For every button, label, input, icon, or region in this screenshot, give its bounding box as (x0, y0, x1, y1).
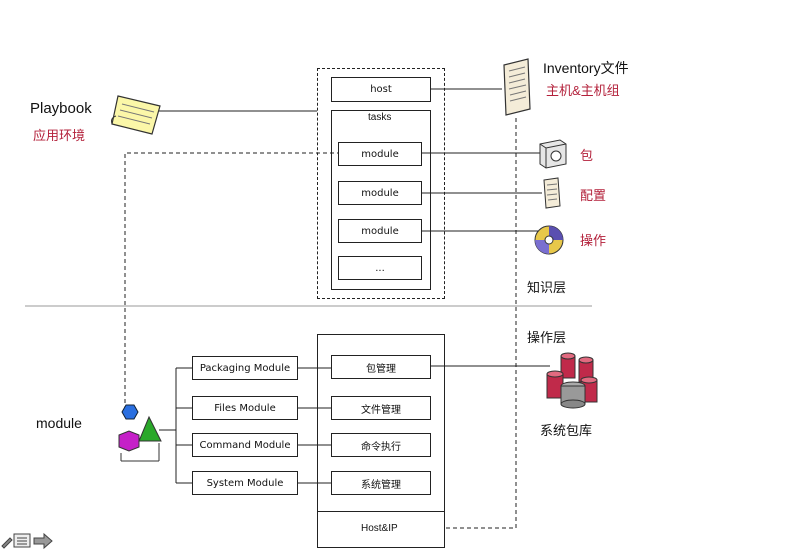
disc-icon (534, 225, 564, 255)
module-shapes-icon (118, 404, 162, 462)
dashed-loop-right (444, 118, 517, 529)
module-label: module (36, 415, 82, 431)
operation-panel (317, 334, 445, 548)
document-icon (543, 177, 561, 209)
knowledge-layer-label: 知识层 (527, 280, 567, 295)
arrow-right-icon (33, 532, 53, 550)
files-module-box: Files Module (192, 396, 298, 420)
inventory-subtitle: 主机&主机组 (546, 83, 620, 98)
resource-label-operation: 操作 (580, 233, 607, 248)
task-module-3: module (338, 219, 422, 243)
playbook-document-icon (111, 95, 161, 135)
playbook-panel (317, 68, 445, 299)
tasks-label: tasks (368, 112, 392, 123)
menu-icon (13, 533, 31, 548)
inventory-title: Inventory文件 (543, 60, 629, 76)
inventory-document-icon (503, 58, 531, 116)
system-module-box: System Module (192, 471, 298, 495)
command-module-box: Command Module (192, 433, 298, 457)
tasks-box (331, 110, 431, 290)
resource-label-package: 包 (580, 148, 594, 163)
playbook-title: Playbook (30, 100, 92, 117)
packaging-module-box: Packaging Module (192, 356, 298, 380)
command-exec-box: 命令执行 (331, 433, 431, 457)
file-mgmt-box: 文件管理 (331, 396, 431, 420)
operation-layer-label: 操作层 (527, 330, 567, 345)
playbook-subtitle: 应用环境 (33, 128, 86, 143)
task-module-1: module (338, 142, 422, 166)
resource-label-config: 配置 (580, 188, 607, 203)
host-box: host (331, 77, 431, 102)
repository-label: 系统包库 (540, 423, 593, 438)
task-module-2: module (338, 181, 422, 205)
viewer-toolbar[interactable] (0, 530, 56, 550)
database-cluster-icon (546, 352, 598, 409)
host-ip-label: Host&IP (361, 523, 398, 534)
operation-panel-divider (317, 511, 445, 512)
dashed-loop-left (124, 152, 338, 410)
safe-icon (539, 139, 567, 169)
system-mgmt-box: 系统管理 (331, 471, 431, 495)
task-module-more: ... (338, 256, 422, 280)
pencil-icon (1, 537, 13, 549)
package-mgmt-box: 包管理 (331, 355, 431, 379)
